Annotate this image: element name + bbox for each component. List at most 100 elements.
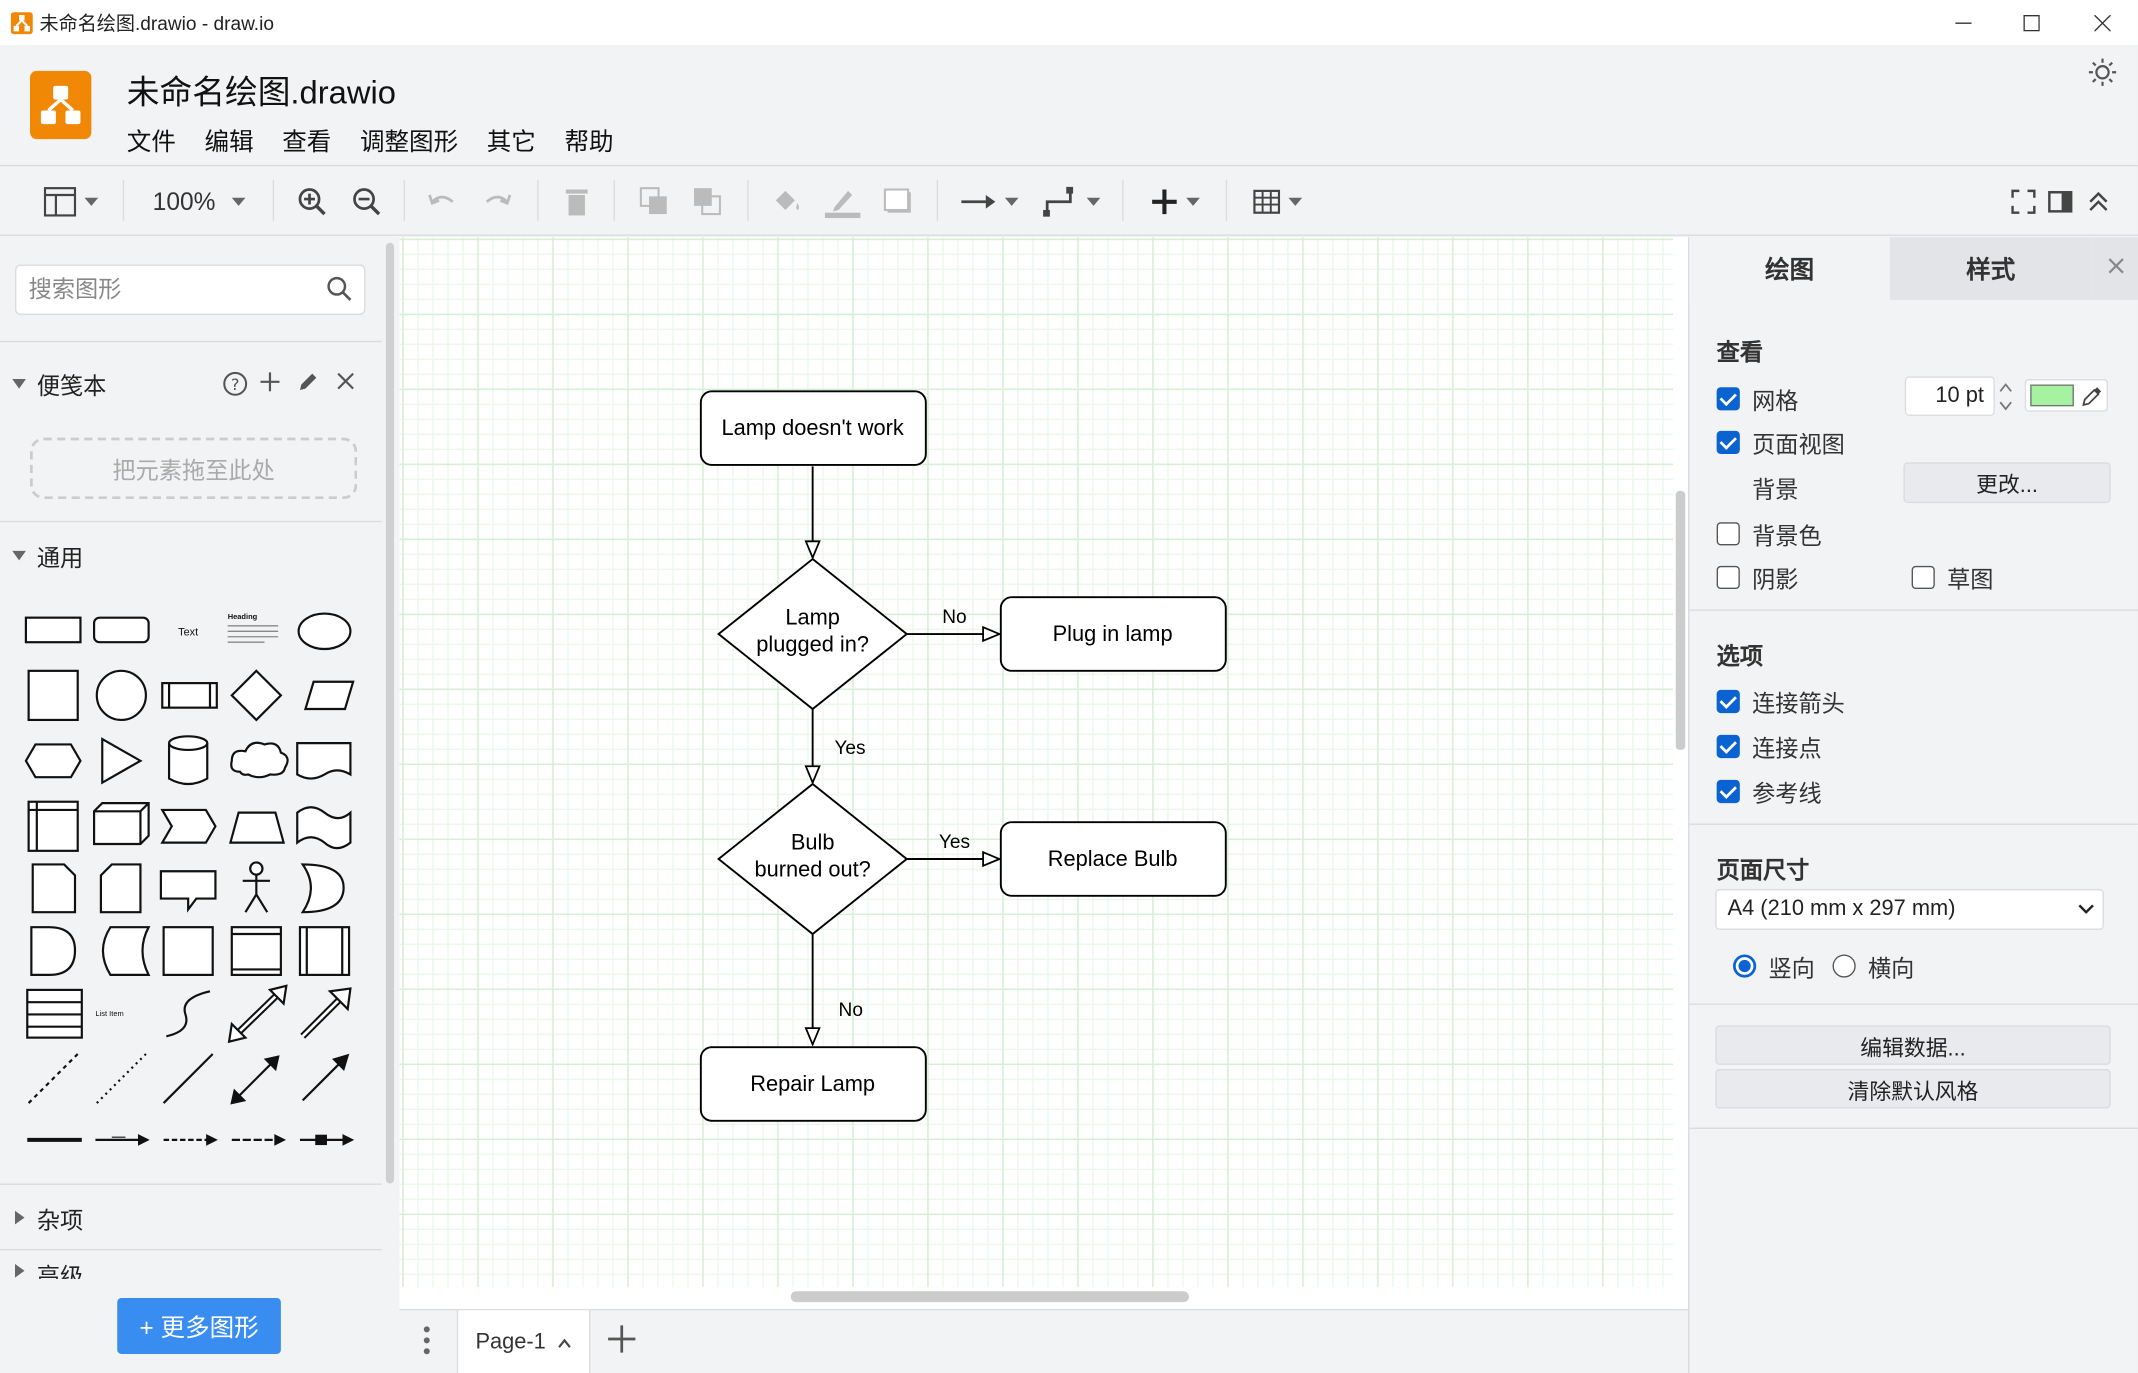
cylinder-shape[interactable] xyxy=(167,735,209,786)
format-panel-button[interactable] xyxy=(2045,183,2075,221)
diamond-shape[interactable] xyxy=(230,669,283,722)
heading-textbox-shape[interactable]: Heading xyxy=(228,612,279,643)
pages-menu-button[interactable] xyxy=(416,1324,438,1359)
connector-arrow-shape[interactable] xyxy=(95,1134,150,1146)
node-lamp-doesnt-work[interactable]: Lamp doesn't work xyxy=(699,390,927,466)
line-shape[interactable] xyxy=(162,1053,214,1104)
hexagon-shape[interactable] xyxy=(24,743,82,779)
guides-checkbox[interactable] xyxy=(1716,779,1740,804)
background-color-option[interactable]: 背景色 xyxy=(1716,517,1822,551)
menu-file[interactable]: 文件 xyxy=(126,128,176,156)
view-panels-button[interactable] xyxy=(38,183,103,221)
edit-data-button[interactable]: 编辑数据... xyxy=(1715,1025,2111,1065)
frame-shape[interactable] xyxy=(298,926,351,976)
add-icon[interactable] xyxy=(260,372,280,392)
sketch-option[interactable]: 草图 xyxy=(1911,560,1993,594)
add-page-button[interactable] xyxy=(604,1319,639,1365)
square-shape[interactable] xyxy=(27,669,79,722)
menu-edit[interactable]: 编辑 xyxy=(204,128,254,156)
search-icon[interactable] xyxy=(326,275,353,302)
connection-points-option[interactable]: 连接点 xyxy=(1716,729,1822,763)
page-view-option[interactable]: 页面视图 xyxy=(1716,425,1845,459)
connector-dashed-label-shape[interactable] xyxy=(231,1134,287,1146)
cloud-shape[interactable] xyxy=(230,741,289,779)
theme-toggle-button[interactable] xyxy=(2086,57,2119,90)
fill-color-button[interactable] xyxy=(769,183,804,221)
internal-storage-shape[interactable] xyxy=(27,800,79,852)
edit-icon[interactable] xyxy=(297,371,319,393)
menu-arrange[interactable]: 调整图形 xyxy=(359,128,459,156)
cube-shape[interactable] xyxy=(92,802,150,846)
background-color-checkbox[interactable] xyxy=(1716,522,1740,546)
or-shape[interactable] xyxy=(300,863,345,914)
document-shape[interactable] xyxy=(296,742,352,780)
list-item-shape[interactable]: List Item xyxy=(95,1009,123,1018)
page-tab-1[interactable]: Page-1 xyxy=(456,1310,591,1373)
directional-connector-shape[interactable] xyxy=(301,1053,350,1102)
triangle-shape[interactable] xyxy=(101,737,143,785)
canvas-vertical-scrollbar[interactable] xyxy=(1675,490,1686,750)
to-back-button[interactable] xyxy=(691,183,724,221)
trapezoid-shape[interactable] xyxy=(229,811,286,844)
minimize-button[interactable] xyxy=(1928,0,1999,45)
scratchpad-header[interactable]: 便笺本 ? xyxy=(0,360,382,406)
general-section-header[interactable]: 通用 xyxy=(0,532,382,578)
bidirectional-arrow-shape[interactable] xyxy=(227,984,288,1044)
shape-search-input[interactable] xyxy=(16,265,317,314)
callout-shape[interactable] xyxy=(159,870,217,913)
node-replace-bulb[interactable]: Replace Bulb xyxy=(999,821,1227,897)
node-lamp-plugged-in[interactable]: Lamp plugged in? xyxy=(717,557,909,711)
dashed-line-shape[interactable] xyxy=(27,1053,79,1104)
terminator-shape[interactable] xyxy=(162,926,214,976)
data-storage-shape[interactable] xyxy=(101,926,151,976)
delete-button[interactable] xyxy=(560,183,593,221)
menu-view[interactable]: 查看 xyxy=(282,128,332,156)
guides-option[interactable]: 参考线 xyxy=(1716,774,1822,808)
parallelogram-shape[interactable] xyxy=(303,680,355,711)
list-shape[interactable] xyxy=(26,988,83,1039)
text-shape[interactable]: Text xyxy=(178,626,198,638)
tab-diagram[interactable]: 绘图 xyxy=(1689,237,1890,300)
dotted-line-shape[interactable] xyxy=(96,1053,147,1104)
circle-shape[interactable] xyxy=(95,669,147,722)
note-shape[interactable] xyxy=(31,863,77,914)
node-bulb-burned-out[interactable]: Bulb burned out? xyxy=(717,782,909,936)
tape-shape[interactable] xyxy=(296,806,352,850)
tab-style[interactable]: 样式 xyxy=(1889,237,2092,300)
collapse-header-button[interactable] xyxy=(2083,183,2113,221)
landscape-option[interactable]: 横向 xyxy=(1832,949,1914,983)
insert-button[interactable] xyxy=(1145,183,1205,221)
waypoints-button[interactable] xyxy=(1040,183,1103,221)
maximize-button[interactable] xyxy=(1996,0,2067,45)
canvas-horizontal-scrollbar[interactable] xyxy=(790,1291,1189,1303)
more-shapes-button[interactable]: + 更多图形 xyxy=(117,1298,281,1354)
diagram-canvas[interactable]: No Yes Yes No Lamp doesn't work Lamp plu… xyxy=(399,237,1674,1288)
shadow-button[interactable] xyxy=(881,183,916,221)
connector-label-shape[interactable] xyxy=(163,1134,218,1146)
arrow-shape[interactable] xyxy=(300,987,352,1039)
menu-extras[interactable]: 其它 xyxy=(486,128,536,156)
help-icon[interactable]: ? xyxy=(222,371,248,397)
connection-style-button[interactable] xyxy=(959,183,1022,221)
shadow-option[interactable]: 阴影 xyxy=(1716,560,1798,594)
connection-arrows-option[interactable]: 连接箭头 xyxy=(1716,684,1845,718)
process-shape[interactable] xyxy=(161,682,218,709)
undo-button[interactable] xyxy=(424,183,459,221)
document-title[interactable]: 未命名绘图.drawio xyxy=(126,74,396,112)
connector-box-shape[interactable] xyxy=(299,1134,355,1146)
step-shape[interactable] xyxy=(160,808,217,844)
misc-section-header[interactable]: 杂项 xyxy=(0,1194,382,1240)
change-background-button[interactable]: 更改... xyxy=(1903,462,2111,504)
bidirectional-connector-shape[interactable] xyxy=(230,1055,280,1105)
portrait-option[interactable]: 竖向 xyxy=(1733,949,1815,983)
zoom-out-button[interactable] xyxy=(349,183,384,221)
actor-shape[interactable] xyxy=(242,861,270,913)
page-view-checkbox[interactable] xyxy=(1716,430,1740,455)
delay-shape[interactable] xyxy=(30,926,77,976)
rounded-rectangle-shape[interactable] xyxy=(92,616,150,644)
node-repair-lamp[interactable]: Repair Lamp xyxy=(699,1046,927,1122)
curve-shape[interactable] xyxy=(166,990,211,1038)
close-icon[interactable] xyxy=(2108,258,2124,274)
chevron-up-icon[interactable] xyxy=(558,1337,572,1348)
connection-arrows-checkbox[interactable] xyxy=(1716,689,1740,714)
